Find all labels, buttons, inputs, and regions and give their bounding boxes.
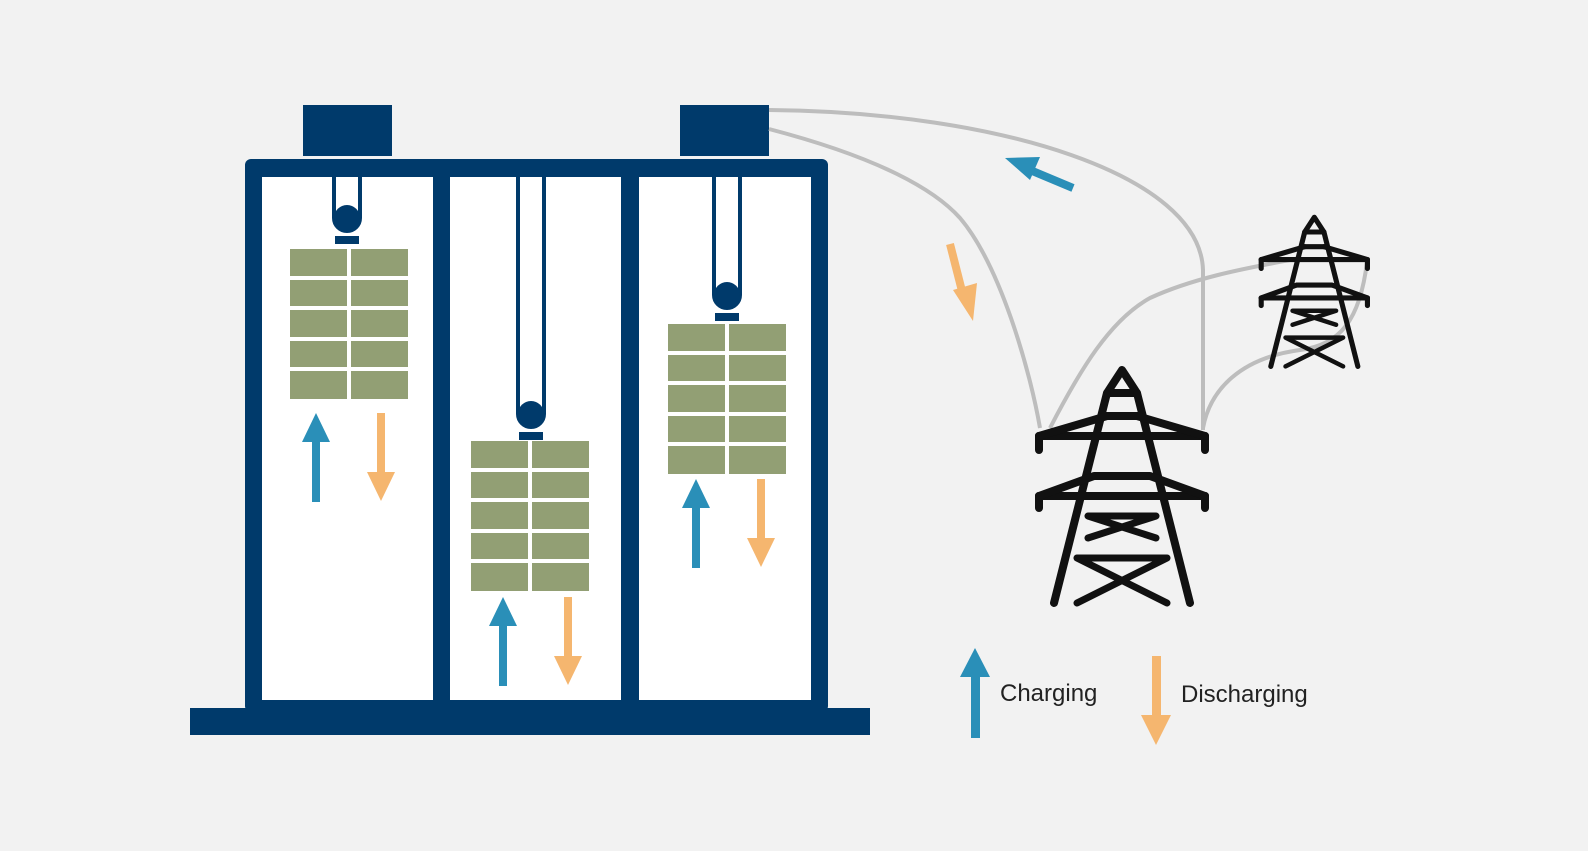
roof-housing-left bbox=[303, 105, 392, 156]
pulley-icon bbox=[714, 282, 740, 321]
charging-arrow-icon bbox=[682, 479, 710, 568]
pulley-icon bbox=[334, 205, 360, 244]
transmission-pylon-icon bbox=[1261, 217, 1367, 366]
charging-arrow-icon bbox=[302, 413, 330, 502]
weight-block-icon bbox=[471, 441, 589, 591]
charging-arrow-icon bbox=[489, 597, 517, 686]
shaft-middle-assembly bbox=[471, 177, 589, 686]
weight-block-icon bbox=[668, 324, 786, 474]
shaft-left-assembly bbox=[290, 177, 408, 502]
discharging-arrow-icon bbox=[367, 413, 395, 501]
weight-block-icon bbox=[290, 249, 408, 399]
discharging-arrow-icon bbox=[554, 597, 582, 685]
grid-cables bbox=[768, 108, 1369, 430]
pulley-icon bbox=[518, 401, 544, 440]
legend-charging-arrow-icon bbox=[960, 648, 990, 738]
charging-arrow-icon bbox=[1005, 157, 1075, 192]
legend-discharging-arrow-icon bbox=[1141, 656, 1171, 745]
base-slab bbox=[190, 708, 870, 735]
discharging-arrow-icon bbox=[747, 479, 775, 567]
roof-housing-right bbox=[680, 105, 769, 156]
discharging-arrow-icon bbox=[946, 243, 977, 321]
shaft-right-assembly bbox=[668, 177, 786, 568]
legend-charging-label: Charging bbox=[1000, 680, 1098, 707]
legend-discharging-label: Discharging bbox=[1181, 681, 1308, 708]
